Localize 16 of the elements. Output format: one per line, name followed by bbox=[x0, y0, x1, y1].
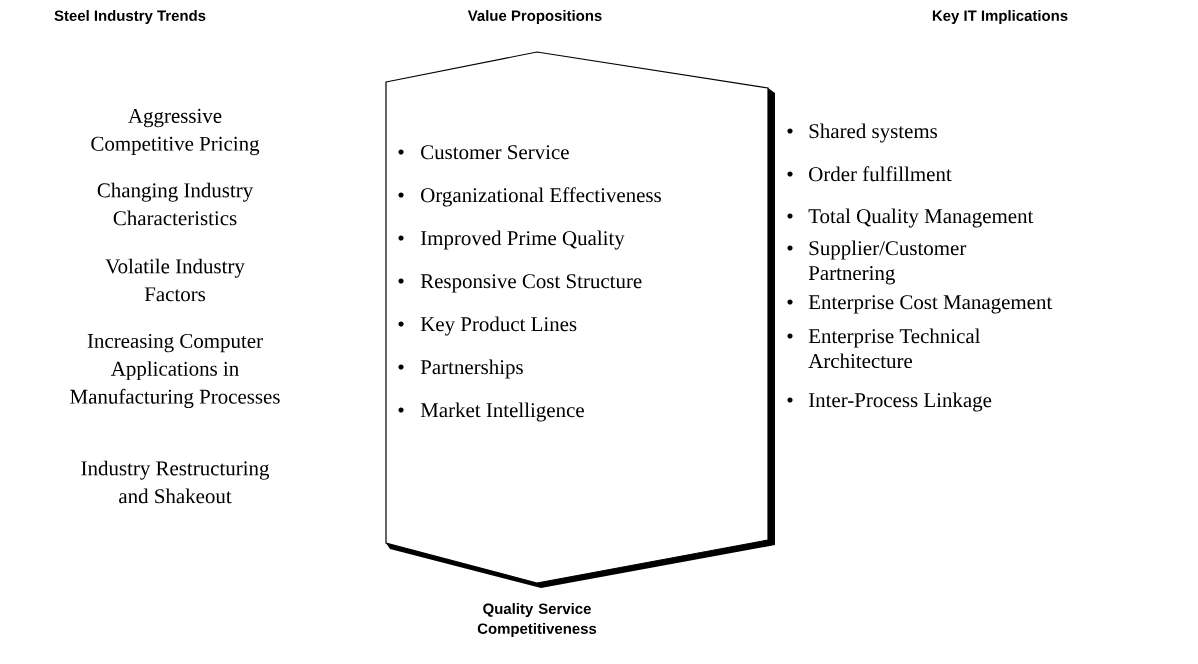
column-heading: Value Propositions bbox=[467, 10, 602, 24]
column-heading: Key IT Implications bbox=[932, 10, 1068, 24]
list-item: Inter-Process Linkage bbox=[808, 392, 992, 412]
list-item: Supplier/Customer Partnering bbox=[808, 240, 967, 285]
trend-label: Increasing Computer Applications in Manufacturing Processes bbox=[70, 333, 280, 409]
column-heading: Steel Industry Trends bbox=[54, 10, 206, 24]
list-item: Enterprise Cost Management bbox=[808, 295, 1053, 314]
list-item: Enterprise Technical Architecture bbox=[808, 328, 981, 369]
trend-label: Volatile Industry Factors bbox=[105, 258, 245, 302]
trend-label: Aggressive Competitive Pricing bbox=[91, 108, 260, 156]
trend-label: Industry Restructuring and Shakeout bbox=[81, 460, 270, 504]
node-caption: Quality Service Competitiveness bbox=[477, 603, 597, 637]
trend-label: Changing Industry Characteristics bbox=[97, 182, 254, 226]
list-item: Shared systems bbox=[809, 123, 938, 143]
list-item: Total Quality Management bbox=[808, 208, 1034, 228]
list-item: Order fulfillment bbox=[809, 166, 952, 182]
